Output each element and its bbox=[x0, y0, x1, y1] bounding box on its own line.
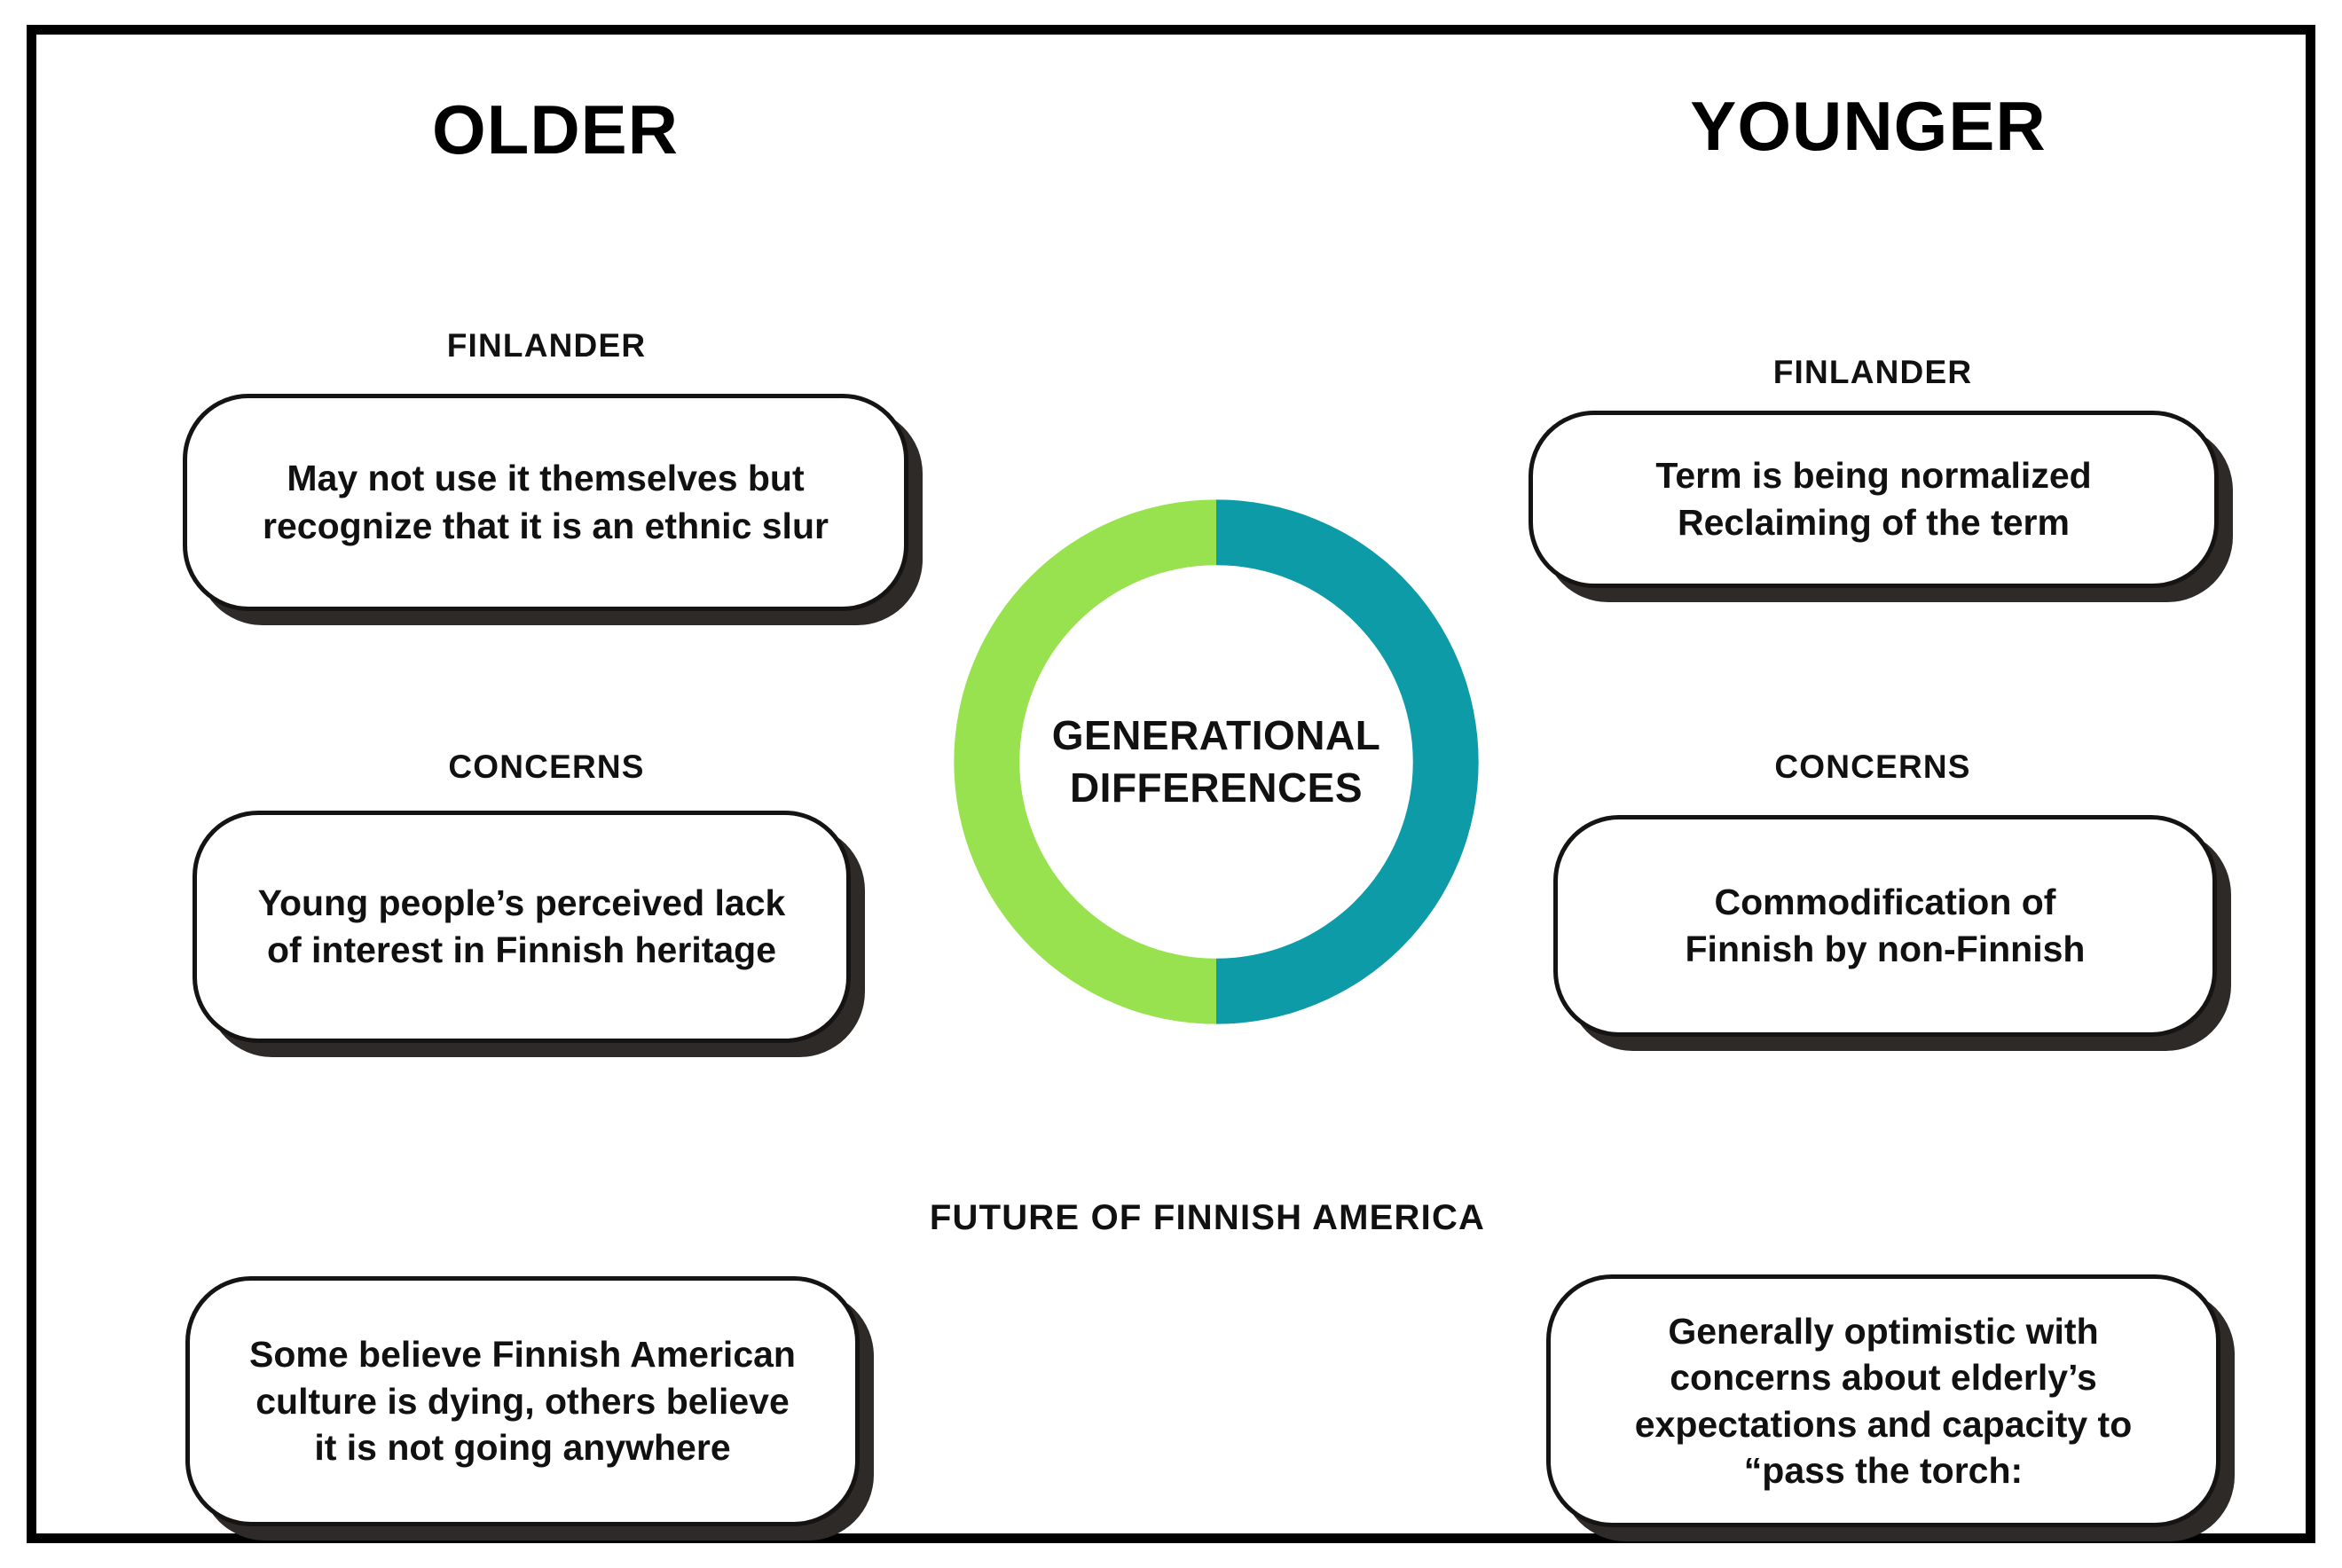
section-label-future-of-finnish-america: FUTURE OF FINNISH AMERICA bbox=[929, 1198, 1486, 1237]
card-text: Young people’s perceived lack of interes… bbox=[257, 882, 786, 970]
card-body: Generally optimistic with concerns about… bbox=[1546, 1274, 2220, 1527]
column-header-older: OLDER bbox=[432, 90, 679, 169]
card-finlander-younger: Term is being normalized Reclaiming of t… bbox=[1529, 411, 2233, 602]
card-text: Some believe Finnish American culture is… bbox=[249, 1334, 796, 1469]
section-label-concerns-younger: CONCERNS bbox=[1774, 749, 1971, 785]
section-label-concerns-older: CONCERNS bbox=[448, 749, 645, 785]
outer-frame-border: OLDER YOUNGER FINLANDER FINLANDER CONCER… bbox=[27, 25, 2315, 1543]
donut-chart-svg bbox=[954, 499, 1479, 1024]
donut-slice-older bbox=[954, 499, 1216, 1024]
section-label-finlander-older: FINLANDER bbox=[446, 327, 647, 364]
donut-slice-younger bbox=[1216, 499, 1479, 1024]
card-concerns-younger: Commodification of Finnish by non-Finnis… bbox=[1553, 815, 2231, 1051]
donut-chart: GENERATIONAL DIFFERENCES bbox=[943, 489, 1489, 1035]
card-concerns-older: Young people’s perceived lack of interes… bbox=[193, 811, 865, 1057]
column-header-younger: YOUNGER bbox=[1690, 87, 2047, 165]
section-label-finlander-younger: FINLANDER bbox=[1772, 354, 1973, 390]
card-body: May not use it themselves but recognize … bbox=[183, 394, 908, 611]
card-text: May not use it themselves but recognize … bbox=[263, 458, 829, 546]
card-finlander-older: May not use it themselves but recognize … bbox=[183, 394, 923, 625]
card-future-older: Some believe Finnish American culture is… bbox=[185, 1276, 874, 1541]
card-body: Young people’s perceived lack of interes… bbox=[193, 811, 851, 1043]
card-future-younger: Generally optimistic with concerns about… bbox=[1546, 1274, 2235, 1541]
card-text: Term is being normalized Reclaiming of t… bbox=[1655, 454, 2092, 543]
card-text: Commodification of Finnish by non-Finnis… bbox=[1685, 881, 2086, 969]
card-body: Commodification of Finnish by non-Finnis… bbox=[1553, 815, 2217, 1037]
card-text: Generally optimistic with concerns about… bbox=[1634, 1310, 2133, 1491]
card-body: Term is being normalized Reclaiming of t… bbox=[1529, 411, 2219, 588]
card-body: Some believe Finnish American culture is… bbox=[185, 1276, 860, 1526]
